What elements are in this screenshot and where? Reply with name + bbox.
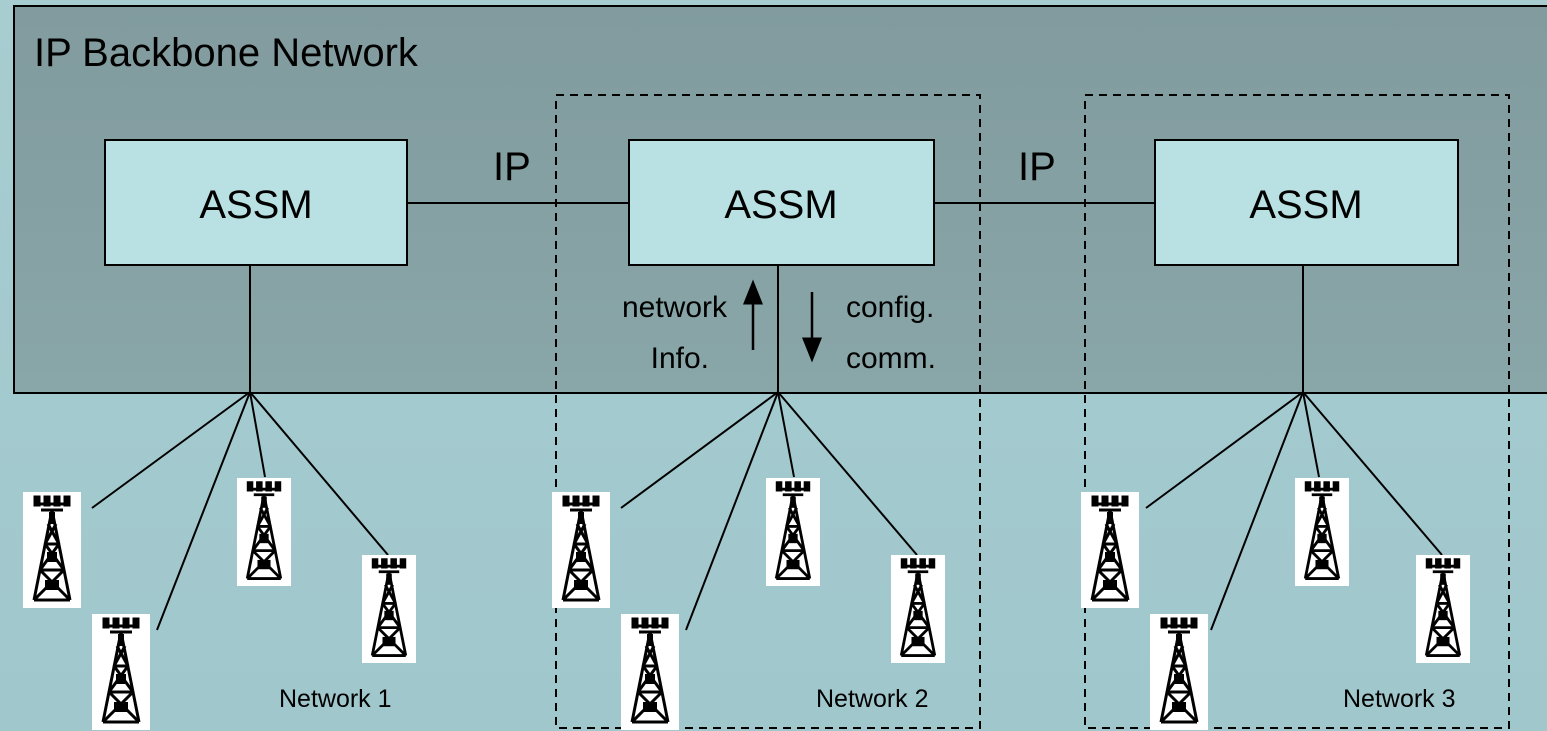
flow-up-line-1: network	[622, 291, 728, 324]
radio-tower-icon	[360, 555, 418, 663]
flow-down-line-2: comm.	[846, 342, 936, 375]
radio-tower-icon	[92, 614, 150, 730]
flow-down-line-1: config.	[846, 291, 934, 324]
ip-link-1-label: IP	[493, 145, 531, 189]
network-1-links	[91, 391, 389, 631]
radio-tower-icon	[621, 614, 679, 730]
network-1-label: Network 1	[279, 685, 392, 713]
radio-tower-icon	[235, 478, 293, 586]
flow-up-line-2: Info.	[651, 342, 709, 375]
network-2-label: Network 2	[816, 685, 929, 713]
network-3-label: Network 3	[1343, 685, 1456, 713]
assm-node-1: ASSM	[104, 139, 408, 266]
network-3-links	[1145, 391, 1443, 631]
radio-tower-icon	[1081, 492, 1139, 608]
assm-node-3: ASSM	[1154, 139, 1459, 266]
backbone-title: IP Backbone Network	[34, 31, 419, 75]
ip-link-2-label: IP	[1018, 145, 1056, 189]
assm-node-2-label: ASSM	[724, 183, 837, 227]
radio-tower-icon	[1150, 614, 1208, 730]
radio-tower-icon	[1293, 478, 1351, 586]
network-2-links	[620, 391, 918, 631]
assm-node-3-label: ASSM	[1249, 183, 1362, 227]
radio-tower-icon	[889, 555, 947, 663]
assm-node-1-label: ASSM	[199, 183, 312, 227]
network-3-group	[1084, 94, 1510, 729]
radio-tower-icon	[1414, 555, 1472, 663]
radio-tower-icon	[764, 478, 822, 586]
assm-node-2: ASSM	[628, 139, 935, 266]
radio-tower-icon	[23, 492, 81, 608]
radio-tower-icon	[552, 492, 610, 608]
network-2-group	[555, 94, 981, 729]
